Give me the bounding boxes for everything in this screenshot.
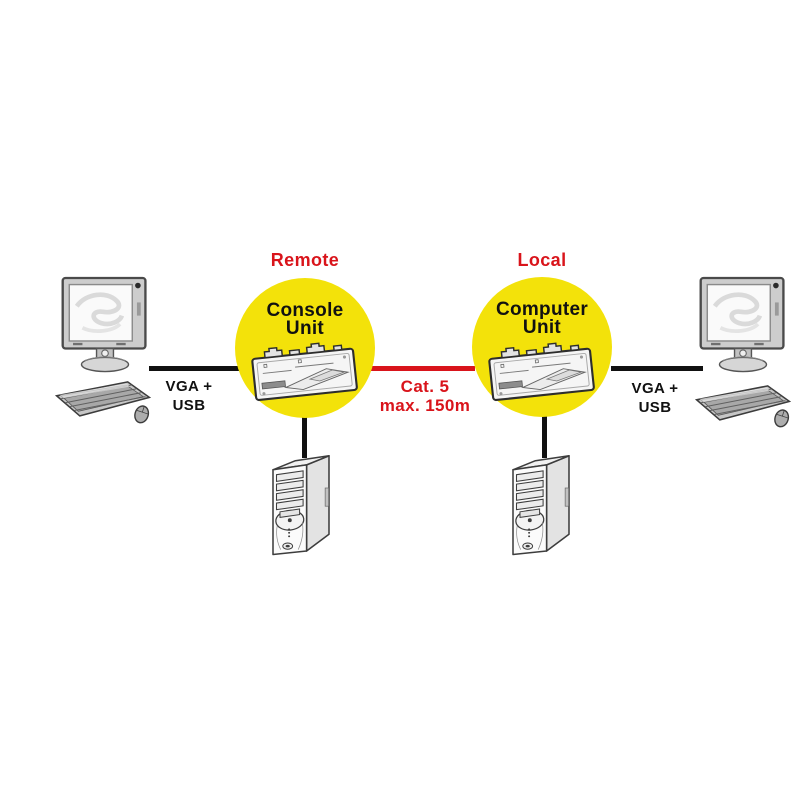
- right-monitor-icon: [696, 276, 790, 374]
- cat5-cable: [371, 366, 475, 371]
- console-kvm-extender-icon: [248, 335, 361, 404]
- local-label: Local: [517, 250, 567, 270]
- right-cable-label-line1: VGA +: [631, 380, 679, 397]
- computer-unit-name-line2: Unit: [522, 317, 562, 338]
- right-cable-label-line2: USB: [638, 399, 672, 416]
- computer-to-pc-cable: [542, 412, 547, 458]
- left-cable-label-line2: USB: [172, 397, 206, 414]
- computer-unit-name: Computer Unit: [472, 299, 612, 338]
- left-cable-label: VGA + USB: [147, 377, 231, 415]
- left-keyboard-mouse-icon: [52, 374, 154, 430]
- left-cable-label-line1: VGA +: [165, 378, 213, 395]
- console-unit-name-line2: Unit: [285, 318, 325, 339]
- right-cable-label: VGA + USB: [613, 379, 697, 417]
- cat5-cable-label-line2: max. 150m: [379, 396, 471, 415]
- console-unit-name: Console Unit: [235, 300, 375, 339]
- computer-unit-name-line1: Computer: [495, 299, 589, 320]
- console-unit-name-line1: Console: [266, 300, 344, 321]
- left-vga-usb-cable: [149, 366, 241, 371]
- remote-label: Remote: [270, 250, 340, 270]
- left-tower-pc-icon: [266, 446, 336, 558]
- right-tower-pc-icon: [506, 446, 576, 558]
- computer-kvm-extender-icon: [485, 335, 598, 404]
- right-vga-usb-cable: [611, 366, 703, 371]
- cat5-cable-label: Cat. 5 max. 150m: [365, 377, 485, 415]
- left-monitor-icon: [58, 276, 152, 374]
- right-keyboard-mouse-icon: [692, 378, 794, 434]
- cat5-cable-label-line1: Cat. 5: [400, 377, 450, 396]
- console-to-pc-cable: [302, 412, 307, 458]
